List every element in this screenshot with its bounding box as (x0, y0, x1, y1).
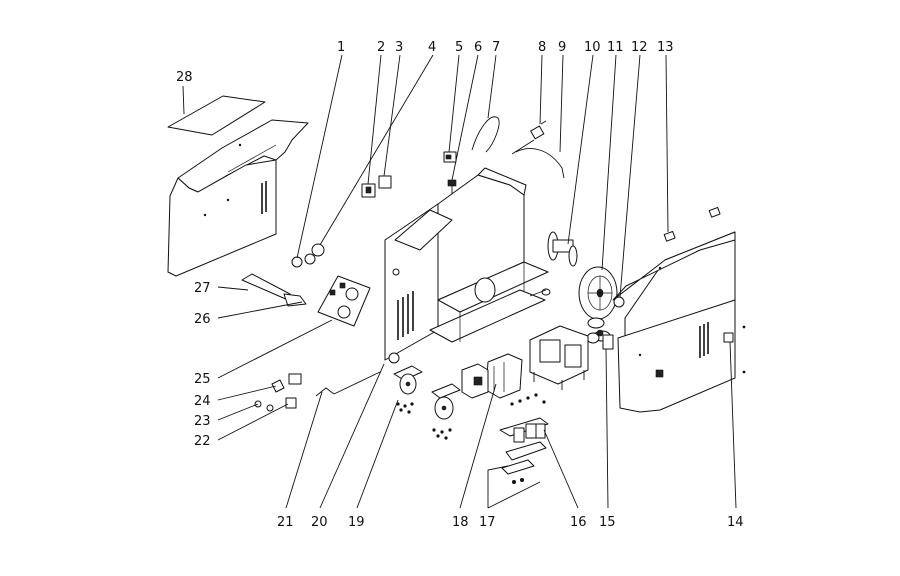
part-10-spool-holder (547, 231, 578, 267)
leader-23 (217, 403, 259, 421)
part-12-washer (613, 296, 625, 308)
callout-11: 11 (607, 40, 624, 55)
callout-25: 25 (194, 372, 211, 387)
part-11-wire-spool (578, 266, 618, 320)
callout-5: 5 (455, 40, 463, 55)
part-3-block (378, 175, 392, 189)
part-23-screws (254, 400, 274, 412)
part-16-capacitors (499, 417, 549, 461)
part-20-21-clamp-cable (315, 371, 381, 397)
part-22-small-block (285, 397, 297, 409)
callout-13: 13 (657, 40, 674, 55)
leader-14 (729, 341, 737, 509)
callout-14: 14 (727, 515, 744, 530)
part-7-cable (471, 116, 500, 153)
callout-15: 15 (599, 515, 616, 530)
leader-11 (601, 54, 617, 271)
callout-7: 7 (492, 40, 500, 55)
callout-21: 21 (277, 515, 294, 530)
part-1-knobs (291, 253, 316, 268)
leader-12 (619, 54, 641, 298)
callout-9: 9 (558, 40, 566, 55)
leader-7 (487, 54, 497, 119)
leader-9 (559, 54, 564, 153)
leader-4 (319, 54, 434, 246)
part-4-knob (311, 243, 325, 257)
leader-6 (451, 54, 479, 181)
caster-second (431, 383, 461, 440)
part-28-label-plate (167, 95, 266, 136)
leader-13 (665, 54, 669, 233)
callout-16: 16 (570, 515, 587, 530)
callout-28: 28 (176, 70, 193, 85)
part-14-bracket (723, 325, 746, 374)
part-18-rectifier (461, 353, 523, 399)
callout-19: 19 (348, 515, 365, 530)
callout-20: 20 (311, 515, 328, 530)
callout-12: 12 (631, 40, 648, 55)
part-15-fan (586, 317, 614, 350)
leader-10 (567, 54, 594, 245)
callout-18: 18 (452, 515, 469, 530)
leader-27 (217, 286, 249, 291)
part-19-swivel-caster (388, 352, 423, 414)
callout-22: 22 (194, 434, 211, 449)
part-17-plate (501, 393, 546, 484)
callout-6: 6 (474, 40, 482, 55)
callout-3: 3 (395, 40, 403, 55)
callout-26: 26 (194, 312, 211, 327)
leader-28 (182, 85, 185, 115)
callout-23: 23 (194, 414, 211, 429)
part-24-small-block (271, 373, 302, 393)
leader-21 (285, 391, 323, 509)
small-cap (708, 206, 721, 218)
leader-1 (296, 54, 343, 259)
leader-20 (319, 363, 385, 509)
leader-26 (217, 301, 303, 319)
leader-2 (367, 54, 382, 185)
part-13-cap (663, 230, 676, 242)
callout-numbers: 1 2 3 4 5 6 7 8 9 10 11 12 13 14 15 16 1… (176, 40, 744, 530)
part-2-block (361, 183, 376, 198)
part-5-connector (443, 151, 457, 163)
left-side-cover (167, 119, 309, 277)
callout-2: 2 (377, 40, 385, 55)
part-8-power-plug (511, 120, 547, 155)
leader-3 (383, 54, 401, 177)
main-chassis (384, 167, 551, 361)
part-27-torch (241, 273, 307, 307)
right-side-panel (612, 231, 736, 413)
callout-24: 24 (194, 394, 211, 409)
callout-10: 10 (584, 40, 601, 55)
part-25-control-board (317, 275, 371, 327)
part-9-hose (515, 148, 565, 179)
leader-17 (487, 465, 509, 508)
leader-16 (543, 429, 579, 509)
callout-27: 27 (194, 281, 211, 296)
leader-17b (487, 481, 541, 509)
leader-22 (217, 403, 289, 441)
leader-5 (448, 54, 460, 153)
leader-25 (217, 319, 333, 379)
leader-15 (605, 348, 609, 509)
leader-lines (182, 54, 737, 509)
leader-24 (217, 385, 277, 401)
callout-17: 17 (479, 515, 496, 530)
callout-4: 4 (428, 40, 436, 55)
callout-1: 1 (337, 40, 345, 55)
leader-19 (356, 399, 399, 509)
leader-18 (459, 383, 497, 509)
callout-8: 8 (538, 40, 546, 55)
leader-8 (539, 54, 543, 125)
transformer (529, 325, 589, 390)
